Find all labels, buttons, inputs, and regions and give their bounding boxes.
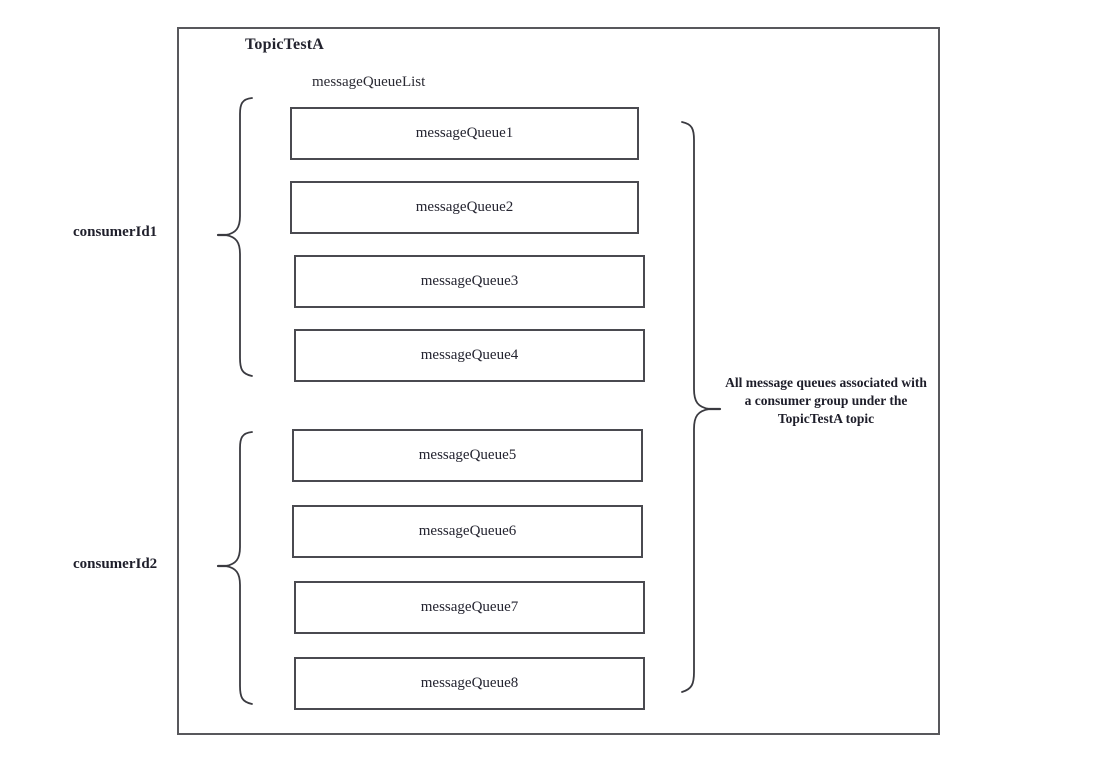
left-brace-consumerid2 bbox=[216, 431, 253, 705]
queue-label: messageQueue6 bbox=[418, 523, 517, 539]
queue-box-messagequeue5[interactable]: messageQueue5 bbox=[292, 429, 643, 482]
consumer-label-consumerid2: consumerId2 bbox=[73, 556, 158, 572]
message-queue-list-label: messageQueueList bbox=[312, 74, 426, 90]
annotation-text: All message queues associated with a con… bbox=[725, 375, 927, 426]
topic-title: TopicTestA bbox=[245, 36, 325, 53]
queue-label: messageQueue4 bbox=[420, 347, 519, 363]
queue-label: messageQueue2 bbox=[415, 199, 514, 215]
queue-box-messagequeue7[interactable]: messageQueue7 bbox=[294, 581, 645, 634]
queue-label: messageQueue1 bbox=[415, 125, 514, 141]
right-brace-all-queues bbox=[681, 121, 722, 693]
queue-label: messageQueue7 bbox=[420, 599, 519, 615]
queue-label: messageQueue5 bbox=[418, 447, 517, 463]
consumer-label-consumerid1: consumerId1 bbox=[73, 224, 158, 240]
queue-label: messageQueue3 bbox=[420, 273, 519, 289]
queue-box-messagequeue8[interactable]: messageQueue8 bbox=[294, 657, 645, 710]
left-brace-consumerid1 bbox=[216, 97, 253, 377]
queue-box-messagequeue2[interactable]: messageQueue2 bbox=[290, 181, 639, 234]
queue-box-messagequeue3[interactable]: messageQueue3 bbox=[294, 255, 645, 308]
queue-label: messageQueue8 bbox=[420, 675, 519, 691]
queue-box-messagequeue4[interactable]: messageQueue4 bbox=[294, 329, 645, 382]
queue-box-messagequeue1[interactable]: messageQueue1 bbox=[290, 107, 639, 160]
queue-box-messagequeue6[interactable]: messageQueue6 bbox=[292, 505, 643, 558]
